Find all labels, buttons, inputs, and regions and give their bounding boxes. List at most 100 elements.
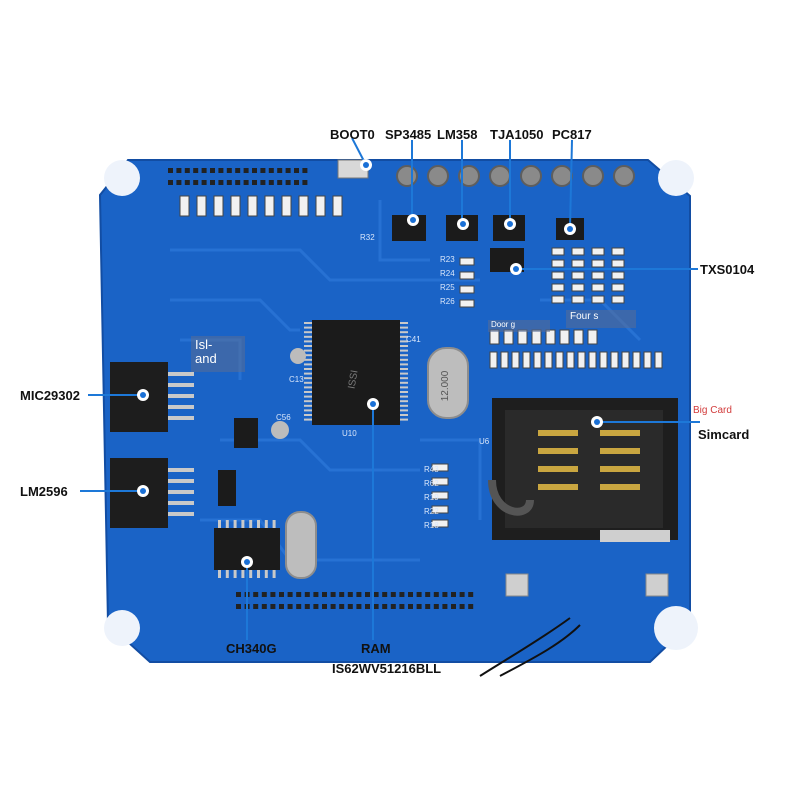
pin [373,604,379,609]
resistor [179,195,190,217]
resistor [230,195,241,217]
resistor [591,271,605,280]
resistor [459,257,475,266]
pin [260,180,266,185]
resistor [577,351,586,369]
resistor [431,505,449,514]
label-pc817: PC817 [552,127,592,142]
callout-line-pc817 [569,139,573,229]
pin [201,168,207,173]
pin [272,570,276,578]
pin [249,520,253,528]
antenna-wire-2 [499,624,581,677]
pin [339,604,345,609]
callout-dot-pc817 [564,223,576,235]
pin [356,592,362,597]
crystal-label: 12.000 [440,370,451,401]
resistor [298,195,309,217]
pin [373,592,379,597]
pin [184,180,190,185]
pin [210,168,215,173]
pin [168,180,173,185]
pin [451,592,456,597]
silk-r43: R43 [424,465,439,474]
terminal-screw [458,165,480,187]
resistor [431,491,449,500]
pin [400,340,408,343]
resistor [610,351,619,369]
resistor [571,283,585,292]
pin [264,570,268,578]
pin [390,592,396,597]
pin [365,604,370,609]
resistor [551,283,565,292]
resistor [332,195,343,217]
pin [416,592,422,597]
callout-dot-simcard [591,416,603,428]
ram-chip-text: ISSI [346,369,360,390]
resistor [281,195,292,217]
sim-contact [538,466,578,472]
pin [243,168,249,173]
resistor [571,247,585,256]
resistor [551,259,565,268]
resistor [315,195,326,217]
capacitor-c56 [271,421,289,439]
capacitor [489,329,500,345]
pin [400,372,408,375]
pin [287,592,293,597]
callout-dot-ch340g [241,556,253,568]
terminal-screw [489,165,511,187]
pin [347,604,353,609]
top-resistor-array [179,195,343,217]
pin [400,400,408,403]
resistor [599,351,608,369]
lm2596-pins [168,468,194,516]
overlay-four: Four s [566,310,636,328]
resistor [571,295,585,304]
pin [168,512,194,516]
pin [425,592,431,597]
pin [294,168,299,173]
screw-right [645,573,669,597]
capacitor [573,329,584,345]
callout-dot-sp3485 [407,214,419,226]
crystal-ch340g [285,511,317,579]
pin [400,358,408,361]
mount-hole-bottom-left [104,610,140,646]
pin [264,520,268,528]
pin [218,180,224,185]
pin [322,592,327,597]
resistor [213,195,224,217]
callout-dot-lm358 [457,218,469,230]
label-sp3485: SP3485 [385,127,432,142]
pin [408,592,413,597]
pin [218,520,221,528]
pin [176,180,182,185]
pin [304,386,312,389]
pin [168,394,194,398]
pin [168,490,194,494]
pin [400,418,408,421]
simcard-contacts [538,430,640,490]
resistor [591,283,605,292]
pin [400,381,408,384]
terminal-screw [551,165,573,187]
pin [193,168,199,173]
resistor [643,351,652,369]
silk-r25: R25 [440,283,455,292]
resistor [459,285,475,294]
pin [241,520,245,528]
pin [313,604,319,609]
resistor [588,351,597,369]
pin [279,604,284,609]
label-mic29302: MIC29302 [20,388,80,403]
capacitor [531,329,542,345]
label-ram-part: IS62WV51216BLL [332,661,442,676]
resistor [591,295,605,304]
pin [304,381,312,384]
pin [233,570,237,578]
pin [304,345,312,347]
resistor [544,351,553,369]
